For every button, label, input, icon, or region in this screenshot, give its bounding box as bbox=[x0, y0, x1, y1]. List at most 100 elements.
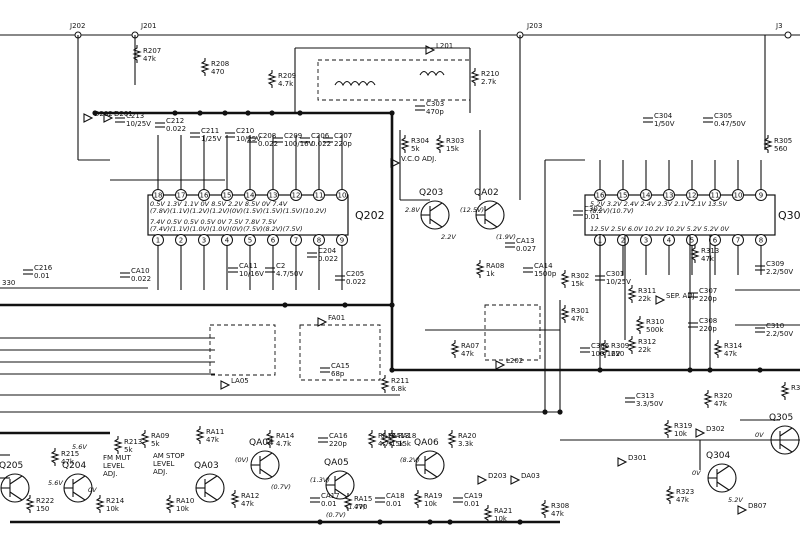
transistor-label: Q305 bbox=[769, 413, 793, 423]
component-ref: D807 bbox=[748, 502, 767, 510]
component-value: 1/50V bbox=[654, 120, 675, 128]
transistor-voltage: 0V bbox=[692, 469, 701, 477]
component-ref: C313 bbox=[636, 392, 654, 400]
q30-top-pin-label: 11 bbox=[711, 192, 720, 200]
component-value: 47k bbox=[461, 350, 475, 358]
component-ref: R210 bbox=[481, 70, 499, 78]
q202-bot-pin-label: 5 bbox=[248, 237, 252, 245]
component-r321: R321 bbox=[780, 382, 800, 400]
q202-top-pin-12 bbox=[290, 189, 302, 201]
q202-top-pin-label: 18 bbox=[154, 192, 163, 200]
component-value: 4.7k bbox=[278, 80, 294, 88]
component-value: 6.8k bbox=[391, 385, 407, 393]
transistor-label: Q205 bbox=[0, 461, 23, 471]
component-ref: R207 bbox=[143, 47, 161, 55]
top-bus: J202 J201 J203 J3 bbox=[0, 22, 800, 39]
component-ref: CA17 bbox=[321, 492, 340, 500]
q202-bot-pin-label: 7 bbox=[294, 237, 298, 245]
q202-bot-pin-4 bbox=[221, 234, 233, 246]
component-ref: R209 bbox=[278, 72, 296, 80]
q30-bot-pin-2 bbox=[617, 234, 629, 246]
label-net-330: 330 bbox=[2, 279, 15, 287]
transistor-label: QA06 bbox=[414, 438, 439, 448]
q30-bot-pin-label: 6 bbox=[713, 237, 718, 245]
component-ref: C210 bbox=[236, 127, 254, 135]
transistor-voltage: (1.3V) bbox=[310, 476, 330, 484]
component-ref: CA18 bbox=[386, 492, 405, 500]
transistor-label: Q304 bbox=[706, 451, 731, 461]
junction-dot bbox=[377, 519, 383, 525]
component-ref: R320 bbox=[714, 392, 732, 400]
transistor-voltage: 5.6V bbox=[48, 479, 63, 487]
q30-bot-pin-label: 3 bbox=[644, 237, 648, 245]
component-value: 100/16V bbox=[284, 140, 314, 148]
component-ref: C303 bbox=[426, 100, 444, 108]
junction-dot bbox=[197, 110, 203, 116]
component-value: 4.7k bbox=[378, 440, 394, 448]
component-ref: LA05 bbox=[231, 377, 249, 385]
component-ref: C302 bbox=[584, 205, 602, 213]
transistor-qa05: QA05(1.3V)(1.7V)(0.7V) bbox=[310, 458, 366, 519]
component-value: 10k bbox=[176, 505, 190, 513]
component-value: 2.7k bbox=[481, 78, 497, 86]
q30-top-pin-label: 10 bbox=[734, 192, 743, 200]
component-value: 15k bbox=[571, 280, 585, 288]
component-ref: R321 bbox=[791, 384, 800, 392]
transistor-label: Q203 bbox=[419, 188, 443, 198]
component-value: 220p bbox=[329, 440, 347, 448]
component-value: 47k bbox=[61, 458, 75, 466]
label-j3: J3 bbox=[775, 22, 783, 30]
component-ref: L201 bbox=[436, 42, 453, 50]
junction-dot bbox=[282, 302, 288, 308]
component-value: 0.01 bbox=[34, 272, 50, 280]
component-ref: RA13 bbox=[391, 432, 409, 440]
transistor-qa06: QA06(8.2V) bbox=[400, 438, 445, 480]
q30-bot-pin-7 bbox=[732, 234, 744, 246]
component-value: 47k bbox=[676, 496, 690, 504]
component-value: 560 bbox=[774, 145, 787, 153]
q202-top-pin-label: 10 bbox=[338, 192, 347, 200]
ic-q30-label: Q30 bbox=[778, 209, 800, 222]
component-ref: RA19 bbox=[424, 492, 442, 500]
q202-top-pin-label: 11 bbox=[315, 192, 324, 200]
transistor-label: QA03 bbox=[194, 461, 219, 471]
transistor-qa04: QA04(0V)(0.7V) bbox=[235, 438, 291, 491]
component-ref: R319 bbox=[674, 422, 692, 430]
component-value: 3.3/50V bbox=[636, 400, 663, 408]
q202-top-pin-label: 14 bbox=[246, 192, 255, 200]
component-ref: R312 bbox=[638, 338, 656, 346]
component-value: 0.47/50V bbox=[714, 120, 746, 128]
component-ref: R222 bbox=[36, 497, 54, 505]
ic-q30-top-volts: 5.2V 3.2V 2.4V 2.4V 2.3V 2.1V 2.1V 13.5V bbox=[590, 200, 727, 208]
component-ref: R211 bbox=[391, 377, 409, 385]
component-ref: R303 bbox=[446, 137, 464, 145]
transistor-voltage: (0.7V) bbox=[326, 511, 346, 519]
component-ref: C216 bbox=[34, 264, 53, 272]
q202-bot-pin-5 bbox=[244, 234, 256, 246]
misc-wires bbox=[0, 130, 800, 470]
component-value: 220p bbox=[334, 140, 352, 148]
component-da03: DA03 bbox=[510, 472, 540, 485]
junction-dot bbox=[447, 519, 453, 525]
component-value: 100/16V bbox=[591, 350, 621, 358]
